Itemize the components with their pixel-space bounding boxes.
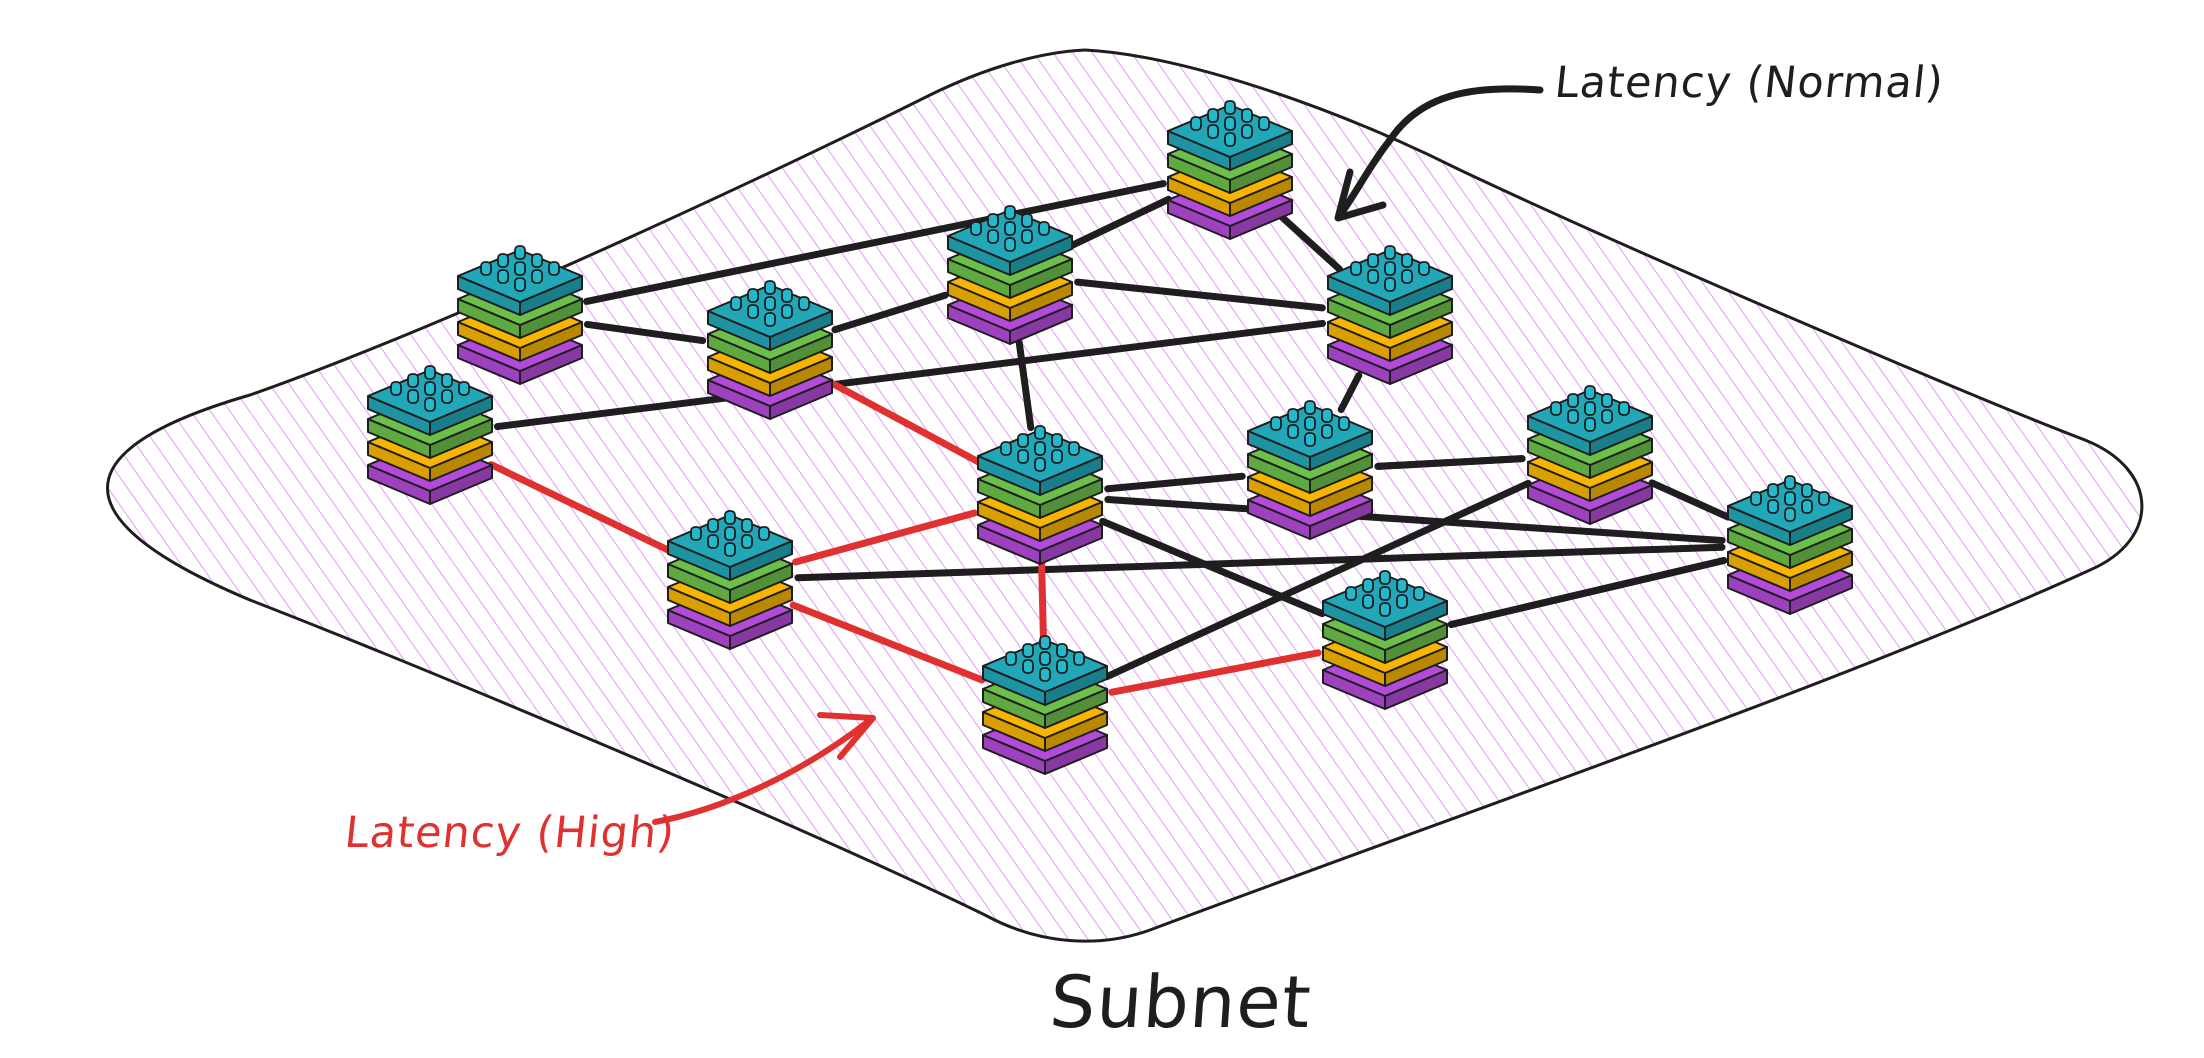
link-high-latency: [1038, 559, 1047, 641]
server-stack-n11: [667, 510, 793, 650]
link-normal-latency: [794, 543, 1726, 582]
subnet-label: Subnet: [1047, 960, 1315, 1044]
link-high-latency: [826, 378, 984, 467]
link-high-latency: [487, 461, 673, 554]
link-normal-latency: [1104, 472, 1246, 493]
link-normal-latency: [493, 319, 1327, 431]
server-stack-n9: [977, 425, 1103, 565]
server-stack-n4: [457, 245, 583, 385]
server-stack-n13: [982, 635, 1108, 775]
link-normal-latency: [1648, 479, 1732, 521]
arrow-latency-normal-head: [1334, 168, 1387, 222]
link-normal-latency: [831, 291, 949, 334]
link-high-latency: [789, 601, 986, 684]
link-normal-latency: [1337, 371, 1363, 414]
link-normal-latency: [1067, 195, 1173, 250]
link-normal-latency: [583, 180, 1167, 305]
server-stack-n5: [707, 280, 833, 420]
link-normal-latency: [1104, 496, 1726, 544]
link-normal-latency: [1103, 479, 1532, 681]
link-normal-latency: [1074, 278, 1326, 312]
server-stack-n12: [1322, 570, 1448, 710]
latency-high-label: Latency (High): [342, 808, 678, 858]
nodes-layer: [367, 100, 1853, 775]
link-normal-latency: [583, 320, 707, 345]
link-high-latency: [792, 509, 978, 566]
server-stack-n6: [367, 365, 493, 505]
link-high-latency: [1108, 649, 1322, 696]
server-stack-n10: [1727, 475, 1853, 615]
latency-normal-label: Latency (Normal): [1552, 58, 1947, 108]
link-normal-latency: [1447, 557, 1728, 628]
server-stack-n2: [947, 205, 1073, 345]
link-normal-latency: [1015, 338, 1035, 432]
server-stack-n8: [1527, 385, 1653, 525]
server-stack-n7: [1247, 400, 1373, 540]
link-normal-latency: [1276, 212, 1344, 273]
arrow-latency-normal: [1336, 85, 1544, 219]
server-stack-n3: [1327, 245, 1453, 385]
arrow-latency-high: [652, 717, 873, 825]
server-stack-n1: [1167, 100, 1293, 240]
arrow-latency-high-head: [817, 712, 876, 760]
links-layer: [487, 180, 1732, 696]
subnet-plane: [106, 48, 2144, 943]
link-normal-latency: [1374, 455, 1526, 470]
